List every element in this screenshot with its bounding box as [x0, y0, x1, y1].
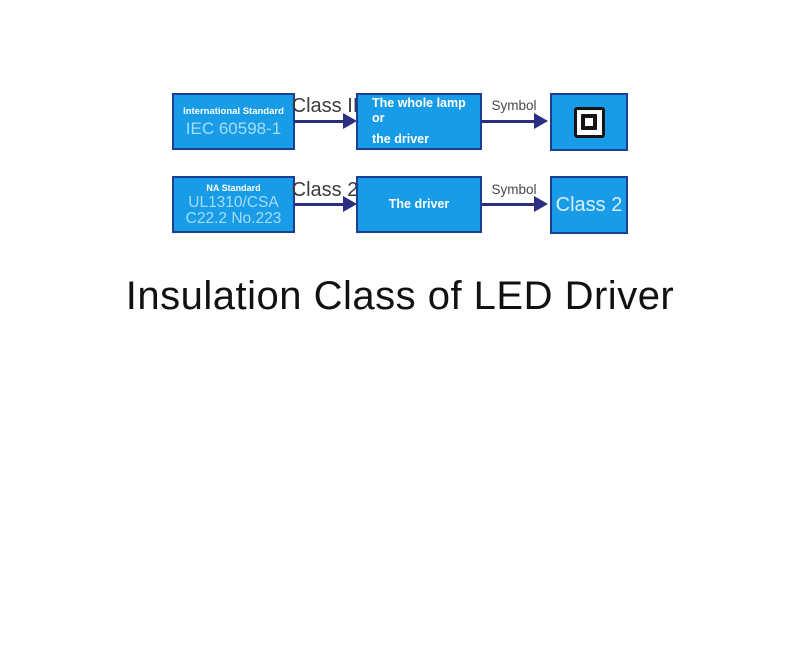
standard-code: UL1310/CSA C22.2 No.223 [185, 193, 282, 228]
arrow-head-icon [343, 196, 357, 212]
box-class-ii-symbol [550, 93, 628, 151]
standard-code-line: C22.2 No.223 [185, 210, 282, 227]
arrow-label-class-ii: Class II [291, 95, 359, 117]
arrow-label-symbol: Symbol [491, 182, 537, 197]
arrow-label-class-2: Class 2 [291, 179, 359, 201]
arrow-label-symbol: Symbol [491, 98, 537, 113]
standard-heading: International Standard [183, 105, 284, 117]
arrow-shaft [295, 203, 344, 206]
class-2-marking-text: Class 2 [555, 193, 623, 216]
arrow-head-icon [343, 113, 357, 129]
standard-heading: NA Standard [206, 182, 261, 193]
page-title: Insulation Class of LED Driver [125, 274, 675, 318]
arrow-shaft [482, 120, 535, 123]
class-ii-double-square-symbol-icon [573, 106, 605, 138]
box-international-standard: International Standard IEC 60598-1 [172, 93, 295, 150]
subject-line: The whole lamp or [372, 96, 466, 125]
class-ii-inner-square-icon [581, 114, 597, 130]
arrow-head-icon [534, 196, 548, 212]
arrow-shaft [482, 203, 535, 206]
box-whole-lamp-or-driver: The whole lamp or the driver [356, 93, 482, 150]
box-na-standard: NA Standard UL1310/CSA C22.2 No.223 [172, 176, 295, 233]
standard-code-line: UL1310/CSA [188, 193, 279, 211]
subject-line: the driver [372, 132, 429, 146]
subject-line: The driver [388, 197, 450, 211]
arrow-shaft [295, 120, 344, 123]
box-the-driver: The driver [356, 176, 482, 233]
arrow-head-icon [534, 113, 548, 129]
box-class-2-marking: Class 2 [550, 176, 628, 234]
standard-code: IEC 60598-1 [185, 118, 282, 138]
